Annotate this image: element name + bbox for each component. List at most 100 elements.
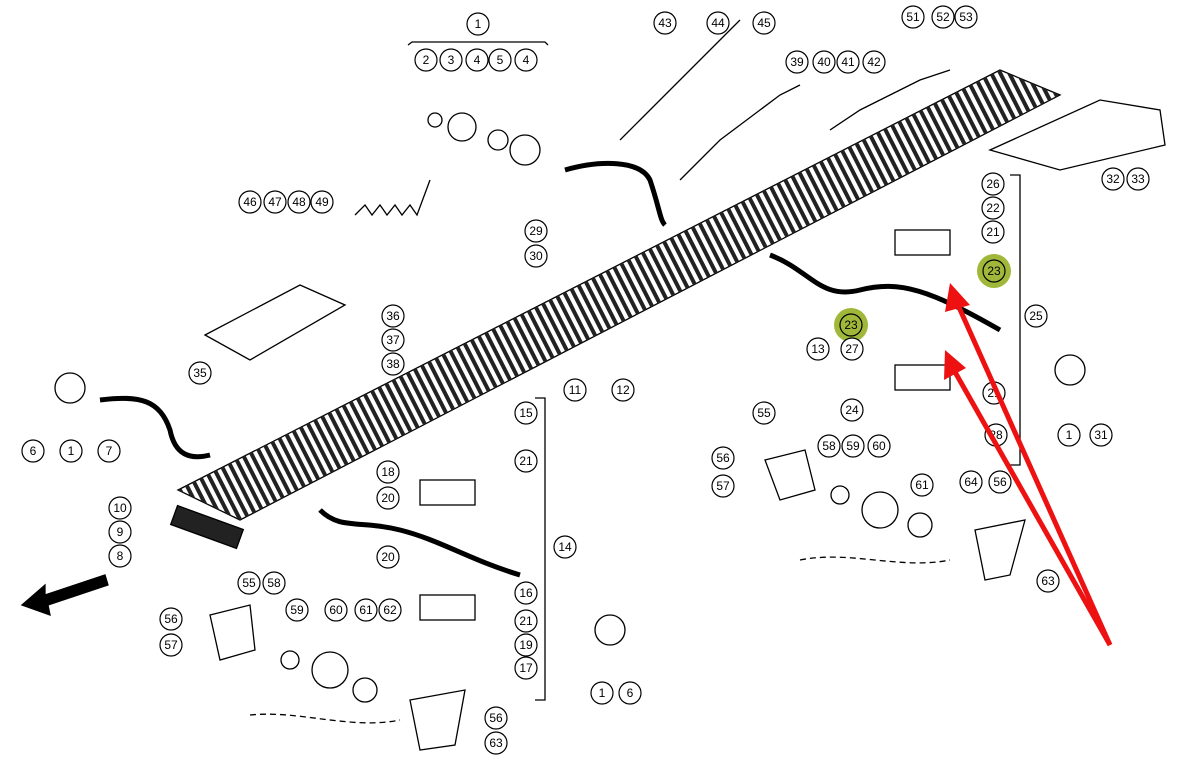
callout-label: 36 [386, 309, 400, 323]
callout-circle [812, 50, 836, 74]
callout-circle [901, 5, 925, 29]
callout-circle [1089, 423, 1113, 447]
callout-circle [1024, 304, 1048, 328]
callout-circle [840, 337, 864, 361]
callout-58: 58 [817, 434, 841, 458]
callout-40: 40 [812, 50, 836, 74]
crank-shaft [564, 160, 667, 227]
hub [54, 372, 86, 404]
callout-6: 6 [21, 439, 45, 463]
callout-label: 38 [386, 357, 400, 371]
callout-42: 42 [862, 50, 886, 74]
callout-label: 23 [844, 318, 858, 332]
callout-circle [484, 731, 508, 755]
callout-56: 56 [484, 706, 508, 730]
callout-30: 30 [524, 244, 548, 268]
group-bracket [1010, 174, 1021, 466]
bracket-plate [974, 519, 1026, 581]
callout-circle [1101, 167, 1125, 191]
callout-label: 57 [164, 638, 178, 652]
callout-label: 29 [529, 224, 543, 238]
callout-circle [982, 259, 1006, 283]
callout-32: 32 [1101, 167, 1125, 191]
callout-circle [488, 48, 512, 72]
callout-circle [21, 439, 45, 463]
callout-51: 51 [901, 5, 925, 29]
callout-35: 35 [188, 361, 212, 385]
callout-60: 60 [324, 598, 348, 622]
callout-1: 1 [59, 439, 83, 463]
callout-circle [711, 474, 735, 498]
callout-6: 6 [618, 681, 642, 705]
callout-label: 12 [616, 383, 630, 397]
callout-58: 58 [262, 571, 286, 595]
callout-circle [381, 352, 405, 376]
red-arrow-lower-head [944, 350, 966, 380]
callout-44: 44 [706, 11, 730, 35]
callout-4: 4 [514, 48, 538, 72]
top-cover [988, 99, 1166, 171]
conveyor-teeth [178, 70, 1060, 520]
callout-64: 64 [959, 470, 983, 494]
callout-circle [981, 220, 1005, 244]
callout-circle [376, 545, 400, 569]
hub [594, 614, 626, 646]
callout-label: 53 [959, 10, 973, 24]
callout-circle [108, 496, 132, 520]
callout-circle [524, 244, 548, 268]
callout-label: 7 [106, 444, 113, 458]
callout-circle [785, 50, 809, 74]
callout-circle [514, 401, 538, 425]
callout-37: 37 [381, 328, 405, 352]
callout-circle [752, 401, 776, 425]
callout-label: 63 [489, 736, 503, 750]
callout-label: 1 [68, 444, 75, 458]
callout-43: 43 [653, 11, 677, 35]
callout-label: 3 [448, 53, 455, 67]
serrated-strip [354, 179, 431, 217]
red-arrow-upper [955, 303, 1113, 647]
callout-circle [484, 706, 508, 730]
callout-55: 55 [237, 571, 261, 595]
callout-label: 55 [757, 406, 771, 420]
callout-circle [981, 172, 1005, 196]
callout-label: 2 [423, 53, 430, 67]
serrated-strip [619, 19, 741, 141]
callout-20: 20 [376, 486, 400, 510]
callout-label: 10 [113, 501, 127, 515]
callout-circle [524, 219, 548, 243]
callout-label: 16 [519, 586, 533, 600]
callout-circle [263, 190, 287, 214]
group-bracket [407, 41, 549, 46]
callout-52: 52 [931, 5, 955, 29]
callout-41: 41 [836, 50, 860, 74]
callout-45: 45 [752, 11, 776, 35]
callout-label: 32 [1106, 172, 1120, 186]
callout-label: 6 [30, 444, 37, 458]
callout-49: 49 [310, 190, 334, 214]
crank-shaft [318, 508, 521, 578]
callout-3: 3 [439, 48, 463, 72]
callout-21: 21 [514, 609, 538, 633]
flange [447, 112, 477, 142]
callout-label: 58 [267, 576, 281, 590]
callout-label: 41 [841, 55, 855, 69]
bearing-block [894, 364, 951, 391]
callout-63: 63 [484, 731, 508, 755]
callout-10: 10 [108, 496, 132, 520]
callout-59: 59 [841, 434, 865, 458]
callout-label: 1 [599, 686, 606, 700]
callout-label: 9 [117, 525, 124, 539]
callout-label: 56 [164, 612, 178, 626]
dashed-ground [249, 556, 951, 724]
callout-circle [1036, 569, 1060, 593]
callout-5: 5 [488, 48, 512, 72]
callout-circle [238, 190, 262, 214]
callout-highlight [977, 254, 1011, 288]
callout-circle [618, 681, 642, 705]
callout-label: 4 [523, 53, 530, 67]
callout-12: 12 [611, 378, 635, 402]
callout-57: 57 [159, 633, 183, 657]
callout-circle [959, 470, 983, 494]
